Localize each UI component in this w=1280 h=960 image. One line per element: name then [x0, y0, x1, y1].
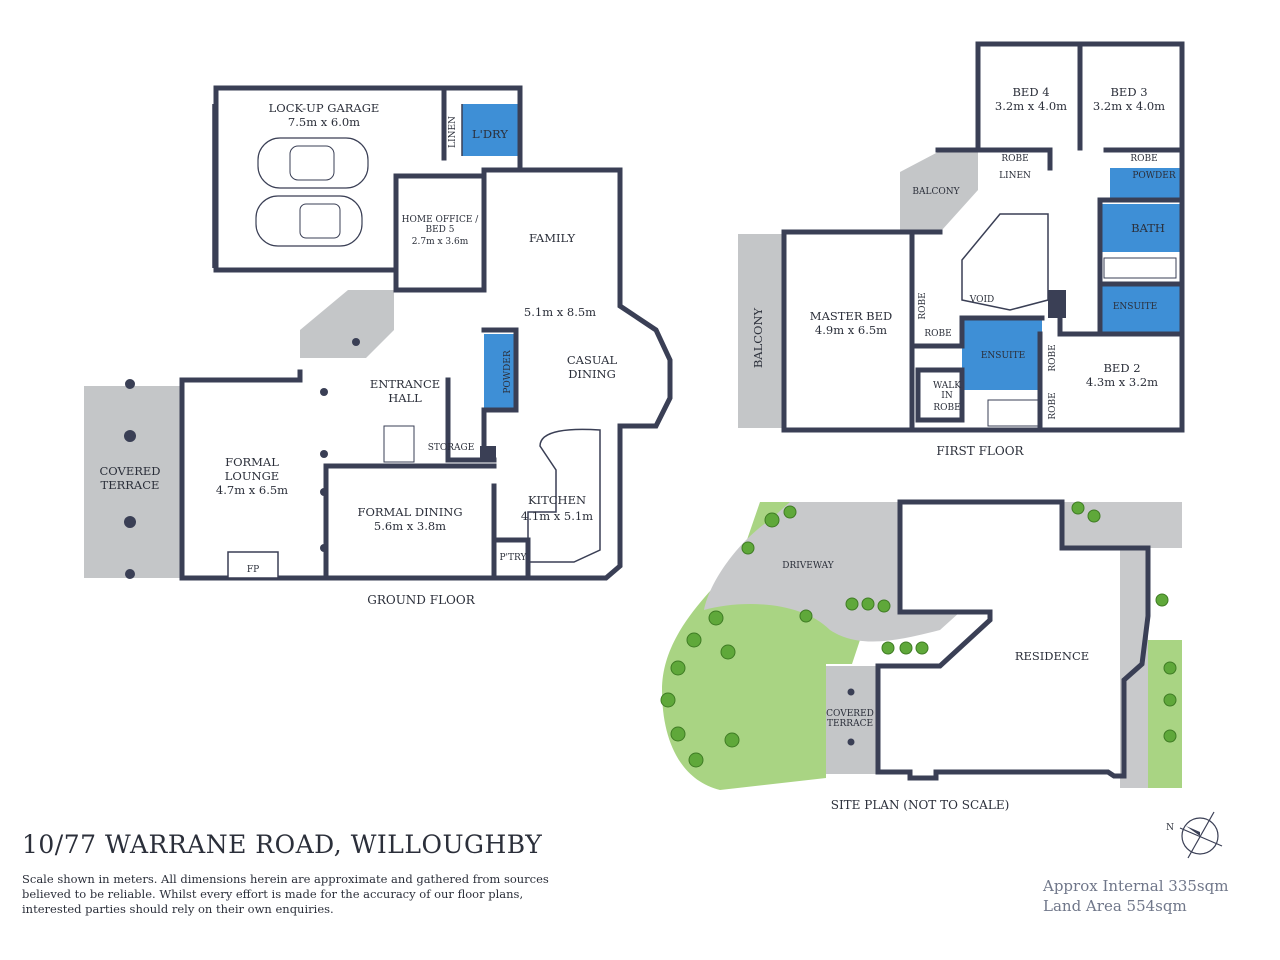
bed2-size: 4.3m x 3.2m — [1086, 375, 1158, 389]
walk-in-robe-line-1: WALK — [933, 381, 961, 391]
family-size: 5.1m x 8.5m — [524, 305, 596, 319]
office-name-2: BED 5 — [426, 225, 455, 235]
entrance-name-1: ENTRANCE — [370, 377, 440, 391]
master-size: 4.9m x 6.5m — [815, 323, 887, 337]
bed3-size: 3.2m x 4.0m — [1093, 99, 1165, 113]
bath-label: BATH — [1131, 221, 1165, 235]
family-name: FAMILY — [529, 231, 576, 245]
lounge-name-2: LOUNGE — [225, 469, 279, 483]
casual-dining-name-1: CASUAL — [567, 353, 618, 367]
property-title: 10/77 WARRANE ROAD, WILLOUGHBY — [22, 830, 543, 859]
powder-area — [1110, 168, 1180, 198]
master-robe-label: ROBE — [918, 292, 928, 319]
entrance-porch-area — [300, 290, 394, 358]
walk-in-robe-line-3: ROBE — [933, 403, 960, 413]
robe-label: ROBE — [924, 329, 951, 339]
upper-ensuite-label: ENSUITE — [1113, 302, 1157, 312]
bed4-name: BED 4 — [1012, 85, 1049, 99]
first-floor-plan: BED 4 3.2m x 4.0m BED 3 3.2m x 4.0m ROBE… — [738, 41, 1185, 458]
void-label: VOID — [969, 295, 995, 305]
garage-linen-label: LINEN — [448, 116, 458, 148]
car-icon — [255, 195, 363, 247]
master-ensuite-label: ENSUITE — [981, 351, 1025, 361]
kitchen-size: 4.1m x 5.1m — [521, 509, 593, 523]
master-balcony-area — [738, 234, 784, 428]
disclaimer-text: Scale shown in meters. All dimensions he… — [22, 872, 549, 916]
bed3-name: BED 3 — [1110, 85, 1147, 99]
laundry-area — [462, 104, 520, 156]
office-size: 2.7m x 3.6m — [412, 237, 469, 247]
garage-size: 7.5m x 6.0m — [288, 115, 360, 129]
car-icon — [257, 137, 369, 189]
bed2-name: BED 2 — [1103, 361, 1140, 375]
powder-label: POWDER — [503, 350, 513, 393]
compass-icon: N — [1166, 811, 1223, 859]
compass-north-label: N — [1166, 823, 1174, 833]
laundry-label: L'DRY — [472, 127, 508, 141]
dining-name: FORMAL DINING — [357, 505, 462, 519]
site-terrace-name-2: TERRACE — [827, 719, 873, 729]
ground-floor-plan: LOCK-UP GARAGE 7.5m x 6.0m L'DRY LINEN H… — [84, 85, 673, 607]
storage-label: STORAGE — [428, 443, 475, 453]
office-name-1: HOME OFFICE / — [402, 215, 480, 225]
casual-dining-name-2: DINING — [568, 367, 616, 381]
bed3-robe-label: ROBE — [1130, 154, 1157, 164]
site-plan-caption: SITE PLAN (NOT TO SCALE) — [831, 798, 1010, 812]
bath-area — [1100, 204, 1180, 252]
master-ensuite-area — [962, 318, 1042, 390]
lawn-strip — [1148, 640, 1182, 788]
site-terrace-name-1: COVERED — [826, 709, 874, 719]
master-name: MASTER BED — [810, 309, 892, 323]
garage-name: LOCK-UP GARAGE — [269, 101, 380, 115]
internal-area: Approx Internal 335sqm — [1043, 877, 1229, 895]
walk-in-robe-line-2: IN — [941, 391, 953, 401]
bed2-robe-label: ROBE — [1048, 392, 1058, 419]
pantry-label: P'TRY — [500, 553, 528, 563]
powder-room-area — [484, 334, 516, 408]
entrance-name-2: HALL — [388, 391, 422, 405]
residence-label: RESIDENCE — [1015, 649, 1089, 663]
lounge-name-1: FORMAL — [225, 455, 279, 469]
bed2-robe-label: ROBE — [1048, 344, 1058, 371]
upper-ensuite-area — [1100, 286, 1180, 332]
balcony-side-label: BALCONY — [751, 307, 765, 368]
terrace-name-1: COVERED — [100, 464, 161, 478]
covered-terrace-area — [84, 386, 182, 578]
fireplace-label: FP — [247, 565, 259, 575]
terrace-name-2: TERRACE — [101, 478, 160, 492]
kitchen-name: KITCHEN — [528, 493, 586, 507]
upper-balcony-area — [900, 152, 978, 230]
linen-label: LINEN — [999, 171, 1031, 181]
balcony-label: BALCONY — [912, 187, 960, 197]
site-plan: DRIVEWAY RESIDENCE COVERED TERRACE SITE … — [660, 499, 1182, 812]
site-terrace-area — [826, 666, 876, 774]
ground-floor-caption: GROUND FLOOR — [367, 593, 475, 607]
land-area: Land Area 554sqm — [1043, 897, 1187, 915]
bed4-robe-label: ROBE — [1001, 154, 1028, 164]
bed4-size: 3.2m x 4.0m — [995, 99, 1067, 113]
first-floor-caption: FIRST FLOOR — [936, 444, 1024, 458]
powder-label: POWDER — [1132, 171, 1175, 181]
driveway-area — [704, 502, 960, 642]
lounge-size: 4.7m x 6.5m — [216, 483, 288, 497]
dining-size: 5.6m x 3.8m — [374, 519, 446, 533]
area-summary: Approx Internal 335sqm Land Area 554sqm — [1043, 876, 1228, 916]
driveway-label: DRIVEWAY — [782, 561, 835, 571]
